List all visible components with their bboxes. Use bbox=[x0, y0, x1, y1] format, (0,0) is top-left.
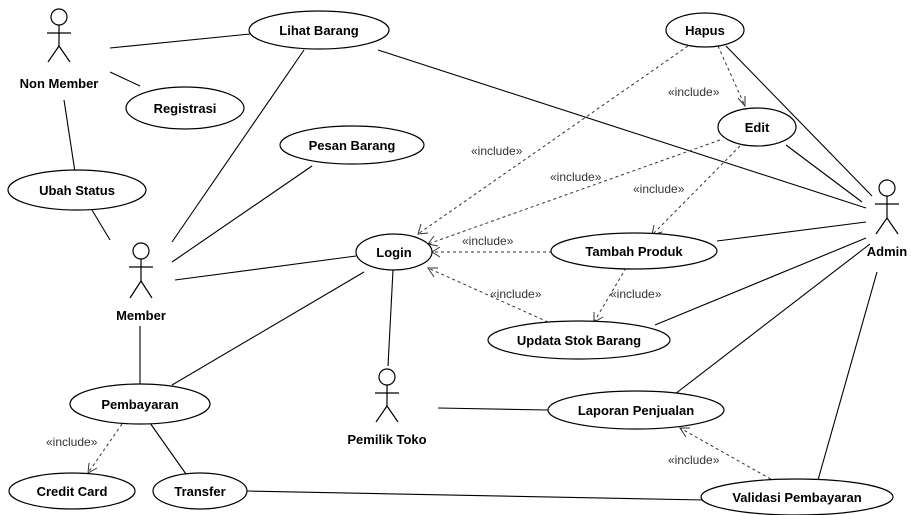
usecase-lihat-barang[interactable]: Lihat Barang bbox=[248, 10, 390, 50]
include-labels: «include» «include» «include» «include» … bbox=[46, 85, 720, 467]
include-label-tambahproduk-updatastok: «include» bbox=[610, 287, 662, 301]
assoc-pemiliktoko-laporan bbox=[437, 407, 549, 411]
assoc-tambahproduk-admin bbox=[716, 221, 867, 242]
use-cases: Lihat Barang Registrasi Pesan Barang Uba… bbox=[7, 10, 894, 515]
dep-tambahproduk-updatastok bbox=[593, 267, 627, 323]
usecase-pembayaran-label: Pembayaran bbox=[101, 397, 178, 412]
dep-edit-tambahproduk bbox=[651, 145, 741, 236]
include-label-tambahproduk-login: «include» bbox=[462, 234, 514, 248]
assoc-login-pembayaran bbox=[171, 271, 365, 386]
usecase-transfer[interactable]: Transfer bbox=[152, 472, 248, 510]
actor-non-member-label: Non Member bbox=[20, 76, 99, 91]
assoc-pembayaran-transfer bbox=[149, 422, 187, 475]
actor-non-member[interactable]: Non Member bbox=[20, 8, 99, 91]
assoc-member-login bbox=[174, 255, 357, 281]
usecase-hapus-label: Hapus bbox=[685, 23, 725, 38]
arrowhead-updatastok-login bbox=[427, 267, 438, 278]
assoc-nonmember-lihatbarang bbox=[109, 33, 251, 49]
usecase-credit-card[interactable]: Credit Card bbox=[8, 472, 136, 510]
assoc-updatastok-admin bbox=[654, 237, 867, 326]
dep-updatastok-login bbox=[427, 267, 549, 323]
usecase-edit[interactable]: Edit bbox=[717, 107, 797, 147]
usecase-validasi-pembayaran[interactable]: Validasi Pembayaran bbox=[700, 478, 894, 515]
usecase-registrasi[interactable]: Registrasi bbox=[125, 86, 245, 130]
assoc-member-pesanbarang bbox=[171, 165, 313, 263]
actor-admin-icon bbox=[875, 179, 899, 235]
include-dependencies bbox=[87, 45, 777, 483]
dep-edit-login bbox=[427, 139, 721, 245]
include-label-validasi-laporan: «include» bbox=[668, 453, 720, 467]
usecase-registrasi-label: Registrasi bbox=[154, 101, 217, 116]
assoc-nonmember-registrasi bbox=[109, 71, 141, 87]
actor-admin-label: Admin bbox=[867, 244, 908, 259]
include-label-edit-login: «include» bbox=[550, 170, 602, 184]
assoc-validasi-admin bbox=[817, 271, 878, 481]
assoc-edit-admin bbox=[785, 144, 863, 203]
actor-member-label: Member bbox=[116, 308, 166, 323]
assoc-transfer-validasi bbox=[246, 490, 705, 501]
dep-validasi-laporan bbox=[679, 427, 777, 483]
arrowhead-validasi-laporan bbox=[679, 427, 690, 438]
include-label-edit-tambahproduk: «include» bbox=[633, 182, 685, 196]
assoc-hapus-admin bbox=[725, 45, 873, 197]
usecase-tambah-produk[interactable]: Tambah Produk bbox=[550, 232, 718, 270]
dep-hapus-login bbox=[417, 45, 689, 235]
actor-pemilik-toko[interactable]: Pemilik Toko bbox=[347, 368, 427, 447]
usecase-updata-stok-barang-label: Updata Stok Barang bbox=[517, 333, 641, 348]
usecase-ubah-status[interactable]: Ubah Status bbox=[7, 169, 147, 211]
actor-member[interactable]: Member bbox=[116, 242, 166, 323]
usecase-validasi-pembayaran-label: Validasi Pembayaran bbox=[732, 490, 861, 505]
usecase-login-label: Login bbox=[376, 245, 411, 260]
usecase-credit-card-label: Credit Card bbox=[37, 484, 108, 499]
dep-pembayaran-creditcard bbox=[87, 423, 123, 474]
assoc-member-lihatbarang bbox=[171, 49, 305, 243]
usecase-laporan-penjualan[interactable]: Laporan Penjualan bbox=[547, 390, 725, 430]
actor-pemilik-toko-icon bbox=[375, 368, 399, 423]
include-label-hapus-edit: «include» bbox=[668, 85, 720, 99]
assoc-login-pemiliktoko bbox=[387, 269, 394, 367]
arrowhead-hapus-login bbox=[417, 223, 429, 235]
usecase-login[interactable]: Login bbox=[355, 233, 433, 271]
usecase-edit-label: Edit bbox=[745, 120, 770, 135]
include-label-pembayaran-creditcard: «include» bbox=[46, 435, 98, 449]
actors: Non Member Member Pemilik Toko bbox=[20, 8, 908, 447]
usecase-pembayaran[interactable]: Pembayaran bbox=[69, 383, 211, 425]
associations bbox=[63, 33, 878, 501]
actor-admin[interactable]: Admin bbox=[867, 179, 908, 259]
include-label-hapus-login: «include» bbox=[471, 144, 523, 158]
assoc-laporan-admin bbox=[674, 243, 871, 395]
usecase-pesan-barang-label: Pesan Barang bbox=[309, 138, 396, 153]
assoc-ubahstatus-member bbox=[91, 209, 111, 241]
usecase-laporan-penjualan-label: Laporan Penjualan bbox=[578, 403, 694, 418]
assoc-nonmember-ubahstatus bbox=[63, 99, 76, 173]
arrowhead-pembayaran-creditcard bbox=[87, 462, 98, 474]
usecase-tambah-produk-label: Tambah Produk bbox=[585, 244, 683, 259]
arrowhead-hapus-edit bbox=[737, 96, 746, 108]
actor-non-member-icon bbox=[47, 8, 71, 63]
dep-hapus-edit bbox=[717, 45, 746, 107]
usecase-transfer-label: Transfer bbox=[174, 484, 225, 499]
assoc-lihatbarang-admin bbox=[377, 49, 867, 209]
usecase-hapus[interactable]: Hapus bbox=[665, 12, 745, 48]
actor-pemilik-toko-label: Pemilik Toko bbox=[347, 432, 426, 447]
usecase-updata-stok-barang[interactable]: Updata Stok Barang bbox=[487, 320, 671, 360]
actor-member-icon bbox=[129, 242, 153, 299]
usecase-lihat-barang-label: Lihat Barang bbox=[279, 23, 359, 38]
usecase-ubah-status-label: Ubah Status bbox=[39, 183, 115, 198]
include-label-updatastok-login: «include» bbox=[490, 287, 542, 301]
usecase-pesan-barang[interactable]: Pesan Barang bbox=[279, 125, 425, 165]
